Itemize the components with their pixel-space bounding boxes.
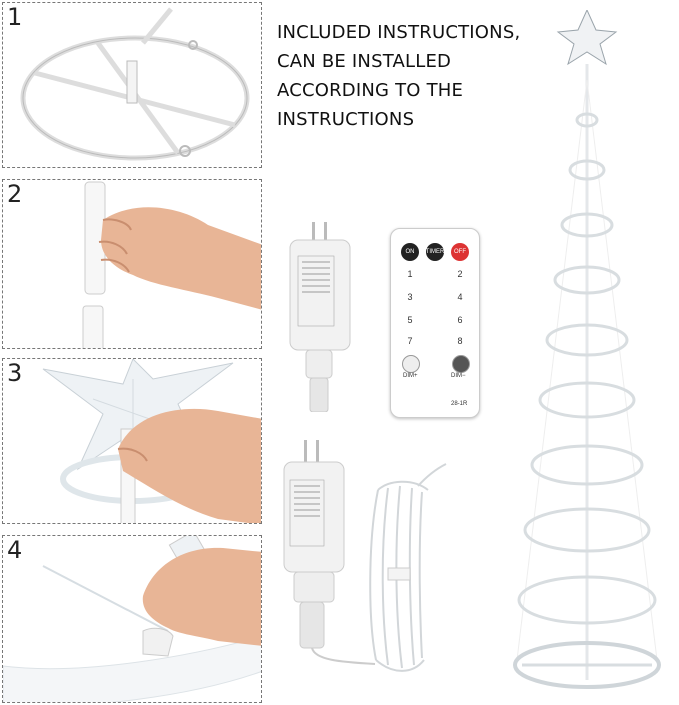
remote-off-button[interactable]: OFF <box>451 243 469 261</box>
instruction-line: CAN BE INSTALLED <box>277 51 452 72</box>
step-2-panel: 2 <box>2 179 262 349</box>
step-1-panel: 1 <box>2 2 262 168</box>
remote-dim-minus-button[interactable] <box>452 355 470 373</box>
remote-control: ON TIMER OFF 1 2 3 4 5 6 7 8 DIM+ DIM− 2… <box>390 228 480 418</box>
remote-key-1[interactable]: 1 <box>407 269 413 279</box>
pole-insert-illustration <box>82 181 261 348</box>
instruction-text: INCLUDED INSTRUCTIONS, CAN BE INSTALLED … <box>277 18 537 134</box>
step-number: 4 <box>7 536 23 564</box>
spiral-tree-illustration <box>513 10 661 689</box>
remote-key-2[interactable]: 2 <box>457 269 463 279</box>
remote-model-label: 28-1R <box>451 401 468 407</box>
remote-timer-button[interactable]: TIMER <box>426 243 444 261</box>
dim-plus-label: DIM+ <box>403 373 418 379</box>
power-adapter-bottom <box>283 440 376 665</box>
remote-key-8[interactable]: 8 <box>457 336 463 346</box>
instruction-line: INSTRUCTIONS <box>277 109 415 130</box>
step-3-panel: 3 <box>2 358 262 524</box>
power-adapter-top <box>289 222 351 412</box>
remote-dim-plus-button[interactable] <box>402 355 420 373</box>
instruction-line: INCLUDED INSTRUCTIONS, <box>277 22 521 43</box>
step-number: 3 <box>7 359 23 387</box>
instruction-line: ACCORDING TO THE <box>277 80 464 101</box>
remote-key-7[interactable]: 7 <box>407 336 413 346</box>
step-4-panel: 4 <box>2 535 262 703</box>
dim-minus-label: DIM− <box>451 373 466 379</box>
star-topper-install-illustration <box>42 359 261 523</box>
remote-key-5[interactable]: 5 <box>407 315 413 325</box>
step-number: 2 <box>7 180 23 208</box>
remote-key-6[interactable]: 6 <box>457 315 463 325</box>
remote-on-button[interactable]: ON <box>401 243 419 261</box>
step-number: 1 <box>7 3 23 31</box>
remote-key-4[interactable]: 4 <box>457 292 463 302</box>
remote-key-3[interactable]: 3 <box>407 292 413 302</box>
light-strip-clip-illustration <box>3 536 261 702</box>
coiled-extension-cable <box>369 463 447 672</box>
tree-base-frame-illustration <box>20 7 250 161</box>
